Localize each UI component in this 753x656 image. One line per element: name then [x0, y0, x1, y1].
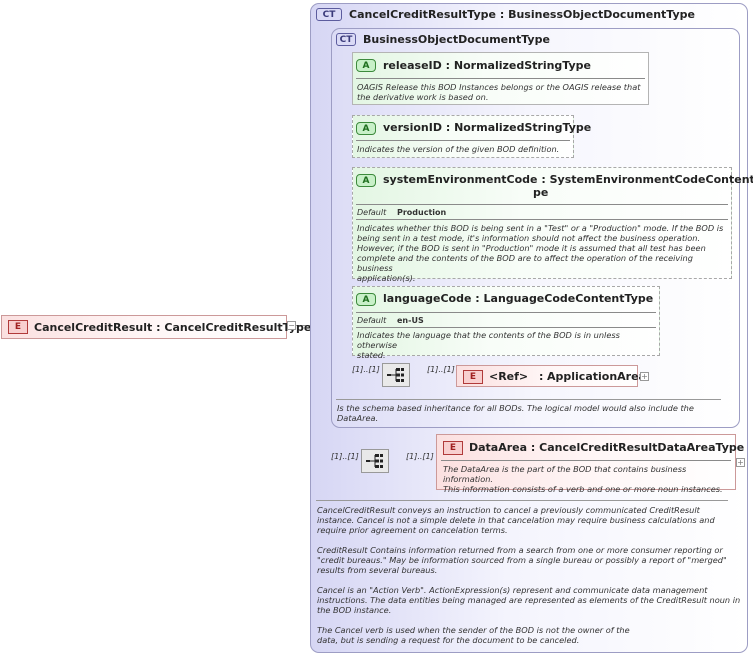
attribute-name: versionID: [383, 121, 442, 134]
outer-type-documentation: CancelCreditResult conveys an instructio…: [317, 505, 741, 645]
divider: [356, 140, 570, 141]
sequence-icon: [366, 454, 383, 468]
attribute-separator: :: [475, 292, 480, 305]
root-element-separator: :: [156, 321, 161, 334]
outer-type-title: CancelCreditResultType : BusinessObjectD…: [349, 8, 695, 21]
element-cardinality: [1]..[1]: [427, 365, 455, 374]
element-type: CancelCreditResultDataAreaType: [539, 441, 745, 454]
default-label: Default: [357, 316, 387, 325]
attribute-separator: :: [445, 121, 451, 134]
attribute-versionID[interactable]: A versionID : NormalizedStringType Indic…: [352, 115, 591, 158]
attribute-type: NormalizedStringType: [453, 59, 592, 72]
element-label: DataArea : CancelCreditResultDataAreaTyp…: [469, 441, 744, 454]
element-separator: :: [530, 441, 536, 454]
element-cardinality: [1]..[1]: [406, 452, 434, 461]
outer-type-base: BusinessObjectDocumentType: [508, 8, 695, 21]
divider: [336, 399, 721, 400]
root-element-box[interactable]: E CancelCreditResult : CancelCreditResul…: [1, 315, 311, 339]
base-type-documentation: Is the schema based inheritance for all …: [337, 403, 694, 423]
base-type-title: BusinessObjectDocumentType: [363, 33, 550, 46]
element-badge: E: [463, 370, 483, 384]
attribute-name: systemEnvironmentCode: [383, 173, 538, 186]
attribute-badge: A: [356, 59, 376, 72]
attribute-type: NormalizedStringType: [454, 121, 592, 134]
attribute-label: systemEnvironmentCode : SystemEnvironmen…: [383, 173, 753, 186]
root-element-type: CancelCreditResultType: [164, 321, 312, 334]
attribute-systemEnvironmentCode[interactable]: A systemEnvironmentCode : SystemEnvironm…: [352, 167, 753, 283]
divider: [356, 312, 656, 313]
root-connector: [296, 325, 322, 326]
outer-type-name: CancelCreditResultType: [349, 8, 496, 21]
attribute-documentation: Indicates the language that the contents…: [357, 330, 620, 360]
attribute-name: languageCode: [383, 292, 472, 305]
expand-toggle[interactable]: +: [736, 458, 745, 467]
default-value: en-US: [397, 316, 424, 325]
attribute-documentation: Indicates whether this BOD is being sent…: [357, 223, 724, 283]
element-badge: E: [443, 441, 463, 455]
ref-separator: :: [539, 370, 544, 383]
attribute-languageCode[interactable]: A languageCode : LanguageCodeContentType…: [352, 286, 660, 360]
attribute-badge: A: [356, 122, 376, 135]
divider: [316, 500, 728, 501]
attribute-type-wrap: pe: [533, 186, 549, 199]
root-collapse-toggle[interactable]: −: [287, 321, 296, 330]
element-documentation: The DataArea is the part of the BOD that…: [443, 464, 723, 494]
element-badge: E: [8, 320, 28, 334]
sequence-cardinality: [1]..[1]: [331, 452, 359, 461]
attribute-type: LanguageCodeContentType: [483, 292, 654, 305]
root-element-name: CancelCreditResult: [34, 321, 153, 334]
element-data-area[interactable]: E DataArea : CancelCreditResultDataAreaT…: [436, 434, 744, 494]
complex-type-badge: CT: [316, 8, 342, 21]
attribute-name: releaseID: [383, 59, 442, 72]
attribute-separator: :: [445, 59, 451, 72]
divider: [356, 219, 728, 220]
complex-type-badge: CT: [336, 33, 356, 46]
root-element-label: CancelCreditResult : CancelCreditResultT…: [34, 321, 311, 334]
default-value: Production: [397, 208, 447, 217]
attribute-badge: A: [356, 174, 376, 187]
sequence-cardinality: [1]..[1]: [352, 365, 380, 374]
divider: [356, 327, 656, 328]
attribute-label: versionID : NormalizedStringType: [383, 121, 591, 134]
attribute-documentation: Indicates the version of the given BOD d…: [357, 144, 560, 154]
sequence-compositor[interactable]: [382, 363, 410, 387]
outer-type-separator: :: [499, 8, 505, 21]
attribute-badge: A: [356, 293, 376, 306]
sequence-icon: [387, 368, 404, 382]
attribute-type: SystemEnvironmentCodeContentTy: [549, 173, 753, 186]
ref-label: <Ref>: [489, 370, 529, 383]
attribute-documentation: OAGIS Release this BOD Instances belongs…: [357, 82, 641, 102]
attribute-label: languageCode : LanguageCodeContentType: [383, 292, 653, 305]
divider: [356, 204, 728, 205]
element-name: DataArea: [469, 441, 528, 454]
divider: [441, 460, 731, 461]
default-label: Default: [357, 208, 387, 217]
sequence-compositor[interactable]: [361, 449, 389, 473]
attribute-label: releaseID : NormalizedStringType: [383, 59, 591, 72]
element-application-area[interactable]: E <Ref> : ApplicationArea: [456, 365, 646, 387]
attribute-separator: :: [541, 173, 546, 186]
ref-type: ApplicationArea: [547, 370, 646, 383]
divider: [356, 78, 645, 79]
attribute-releaseID[interactable]: A releaseID : NormalizedStringType OAGIS…: [352, 52, 649, 105]
expand-toggle[interactable]: +: [640, 372, 649, 381]
